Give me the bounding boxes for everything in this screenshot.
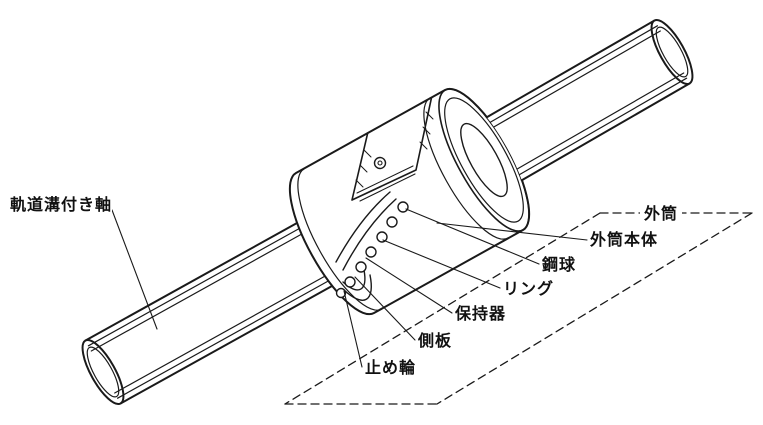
label-steel-ball: 鋼球 [542, 255, 577, 274]
shaft-edges [84, 222, 333, 405]
shaft-right-segment [485, 19, 694, 182]
shaft-end-chamfer [86, 346, 120, 398]
label-shaft: 軌道溝付き軸 [10, 195, 113, 214]
dashed-assembly-plane [284, 212, 753, 405]
side-plate-edge [343, 274, 372, 301]
shaft-body [82, 223, 332, 405]
cylinder-band-left [297, 168, 383, 311]
shaft-raceway-grooves-left [87, 227, 330, 399]
steel-ball [335, 287, 347, 299]
steel-balls [335, 201, 409, 299]
ring-edge [342, 198, 397, 271]
outer-cylinder-right-face [438, 88, 530, 232]
steel-ball [386, 216, 398, 228]
leader-side-plate [354, 276, 416, 341]
leader-snap-ring [343, 290, 363, 368]
leader-ring [382, 239, 501, 289]
steel-ball [376, 231, 388, 243]
bore-edge [460, 122, 508, 198]
section-hatching [355, 111, 434, 188]
shaft-raceway-grooves-right [489, 25, 688, 176]
cutaway-section [351, 96, 434, 202]
right-face-edge [438, 88, 530, 232]
label-ring: リング [503, 279, 555, 298]
steel-ball [397, 201, 409, 213]
shaft-end-chamfer-right [655, 26, 689, 78]
shaft-end-face [81, 339, 125, 405]
plane-left-edge [284, 212, 601, 405]
shaft-end-face-right [650, 19, 694, 85]
label-snap-ring: 止め輪 [365, 358, 417, 377]
return-plug [373, 156, 387, 170]
retainer-edge [335, 191, 391, 263]
leader-retainer [365, 257, 453, 314]
return-plug-center [377, 160, 383, 166]
steel-ball [355, 261, 367, 273]
label-outer-cylinder-body: 外筒本体 [590, 230, 659, 249]
leader-shaft [111, 209, 158, 330]
plane-right-edge [436, 212, 753, 405]
label-outer-cylinder: 外筒 [640, 204, 683, 223]
leader-lines [111, 208, 588, 368]
cylinder-band-right [423, 97, 509, 240]
inner-shaft-grooves [356, 165, 416, 202]
shaft-body-right [486, 19, 693, 181]
leader-outer-cylinder-body [436, 222, 588, 241]
label-side-plate: 側板 [418, 331, 453, 350]
label-retainer: 保持器 [455, 304, 507, 323]
internal-parts [335, 191, 409, 301]
right-face-chamfer [444, 97, 524, 223]
cut-edges [351, 96, 433, 201]
shaft-edges-right [485, 19, 691, 182]
steel-ball [365, 246, 377, 258]
steel-ball [344, 276, 356, 288]
leader-steel-ball [405, 208, 540, 265]
shaft-left-segment [81, 222, 333, 405]
